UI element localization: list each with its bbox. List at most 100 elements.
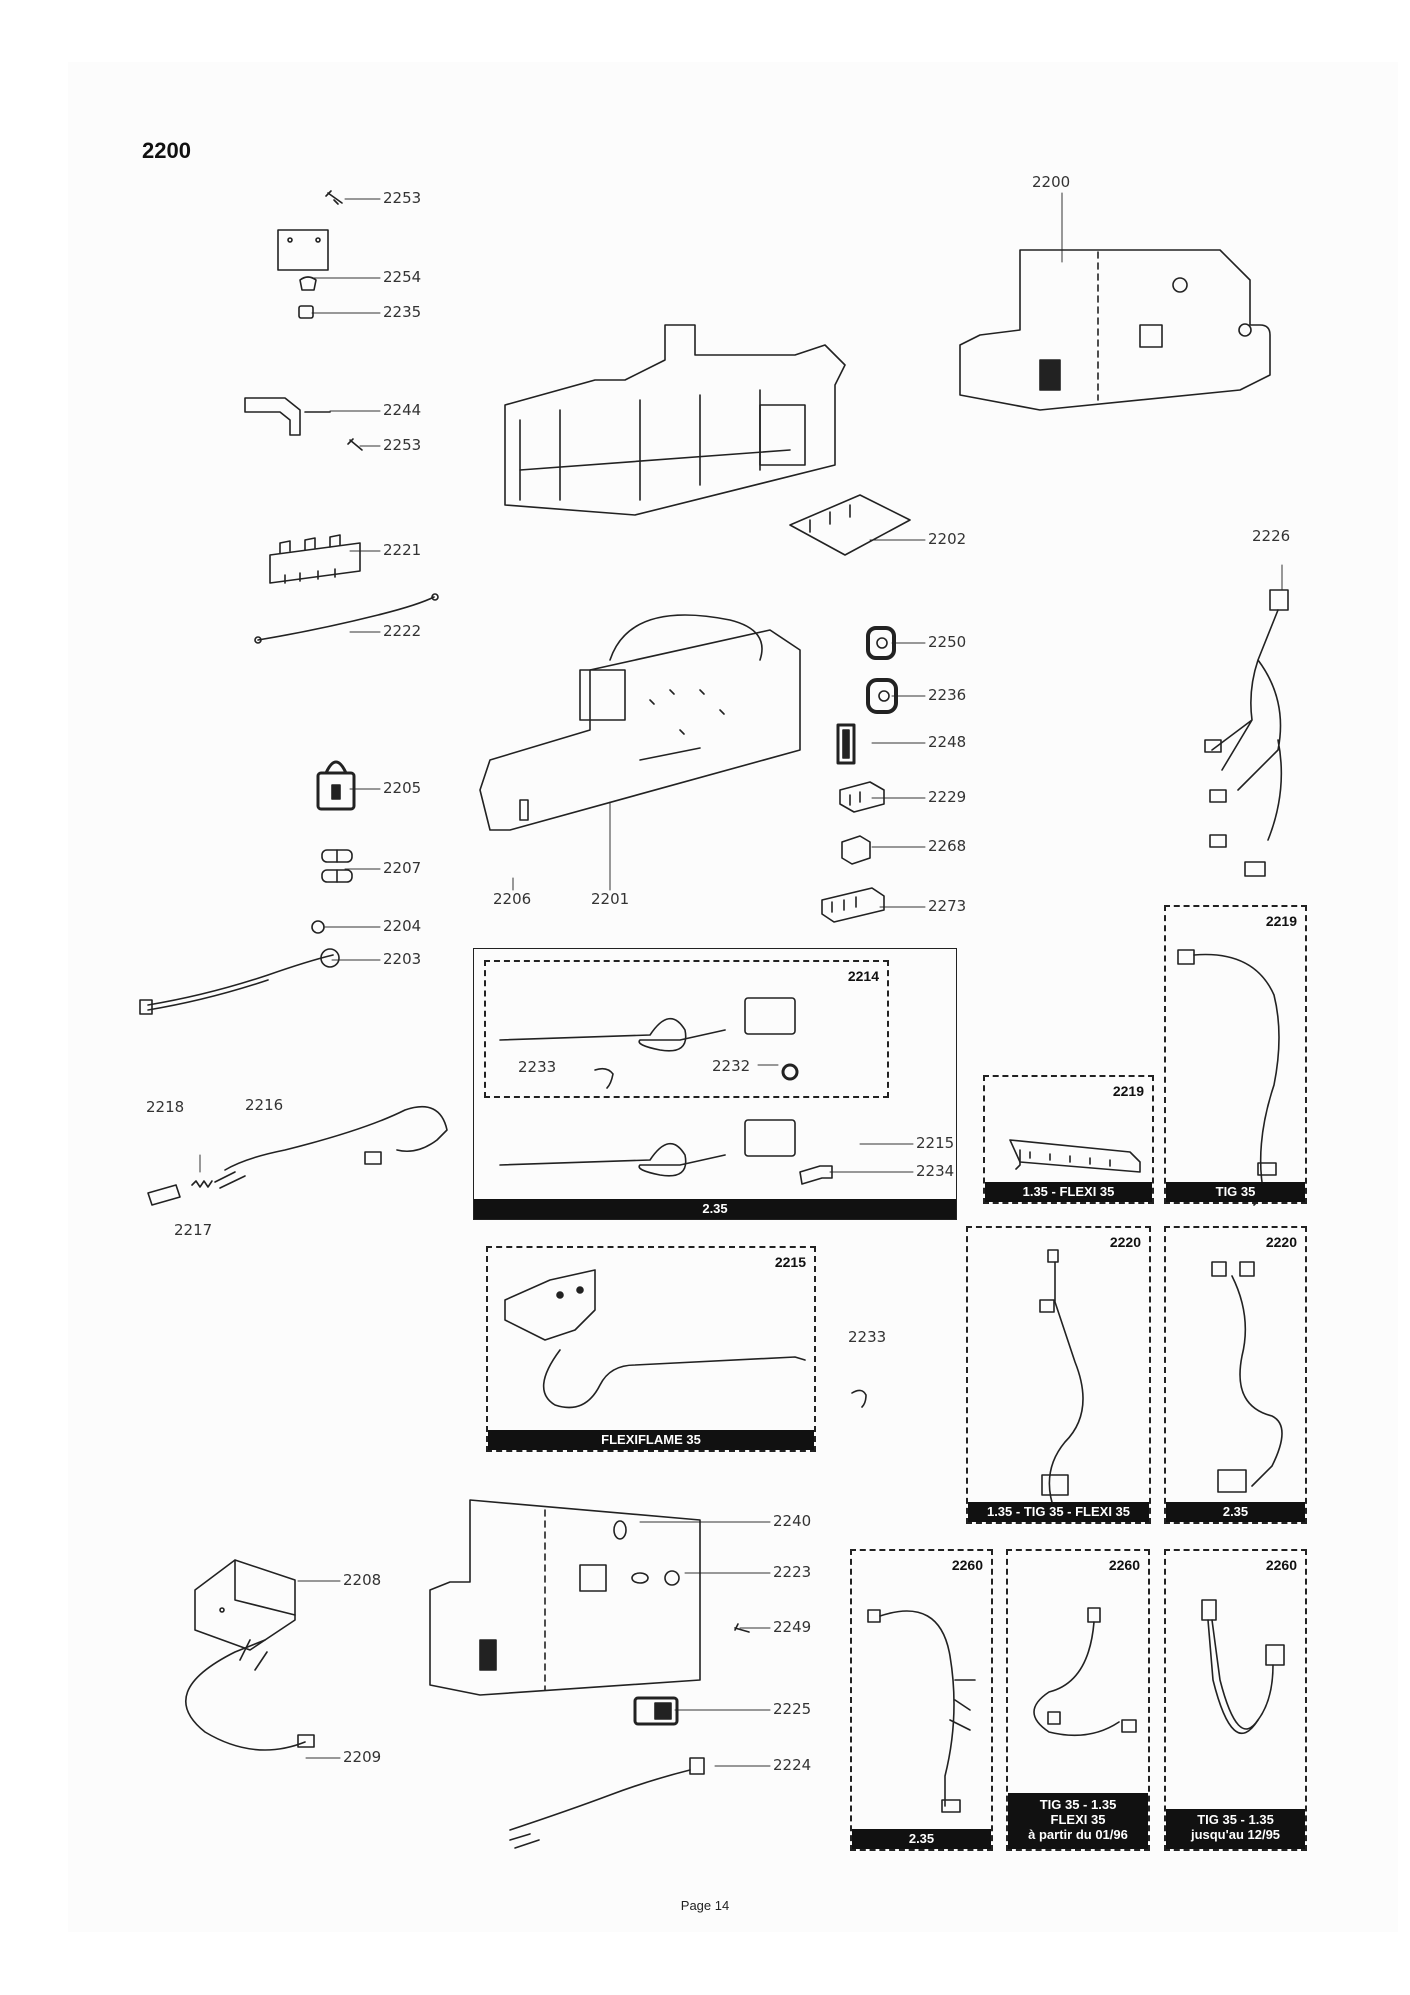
- cable-2224-icon: [510, 1758, 704, 1848]
- nut-2235-icon: [299, 306, 313, 318]
- callout-label: 2201: [591, 890, 630, 908]
- callout-label: 2240: [773, 1512, 812, 1530]
- flexiflame-thermostat-2215-icon: [505, 1270, 805, 1408]
- harness-2260-a-icon: [868, 1610, 975, 1812]
- screw-2253-top-icon: [326, 191, 342, 204]
- callout-label: 2249: [773, 1618, 812, 1636]
- spring-2217-icon: [192, 1181, 212, 1187]
- bent-bracket-2244-icon: [245, 398, 330, 435]
- callout-label: 2248: [928, 733, 967, 751]
- caption-line: à partir du 01/96: [1028, 1827, 1128, 1842]
- callout-label: 2207: [383, 859, 422, 877]
- variant-box-235: 2.35: [473, 948, 957, 1220]
- callout-label: 2223: [773, 1563, 812, 1581]
- callout-label: 2206: [493, 890, 532, 908]
- callout-label: 2218: [146, 1098, 185, 1116]
- cable-2203-icon: [140, 949, 339, 1014]
- terminal-strip-2221-icon: [270, 535, 360, 583]
- harness-2260-c-icon: [1202, 1600, 1284, 1733]
- relay-2208-icon: [195, 1560, 295, 1650]
- callout-label: 2203: [383, 950, 422, 968]
- variant-caption: 2.35: [852, 1829, 991, 1849]
- page-number: Page 14: [680, 1898, 730, 1913]
- callout-label: 2216: [245, 1096, 284, 1114]
- thermocouple-2216-icon: [215, 1107, 447, 1188]
- callout-label: 2226: [1252, 527, 1291, 545]
- variant-tag: 2220: [1265, 1234, 1297, 1250]
- screw-2253-bottom-icon: [348, 439, 362, 450]
- terminal-board-2202-icon: [790, 495, 910, 555]
- capillary-clip-2233-a-icon: [595, 1069, 613, 1088]
- wiring-harness-2226-icon: [1205, 590, 1288, 876]
- grommet-2236-icon: [868, 680, 896, 712]
- switch-2225-icon: [635, 1698, 677, 1724]
- capillary-clip-2233-b-icon: [852, 1390, 866, 1407]
- callout-label: 2202: [928, 530, 967, 548]
- caption-line: TIG 35 - 1.35: [1039, 1797, 1117, 1812]
- thermal-switch-2205-icon: [318, 762, 354, 809]
- variant-tag: 2220: [1109, 1234, 1141, 1250]
- variant-caption: 2.35: [474, 1199, 956, 1219]
- callout-label: 2236: [928, 686, 967, 704]
- variant-caption: FLEXIFLAME 35: [488, 1430, 814, 1450]
- variant-box-2260-b: 2260 TIG 35 - 1.35 FLEXI 35 à partir du …: [1006, 1549, 1150, 1851]
- caption-line: FLEXI 35: [1050, 1812, 1106, 1827]
- callout-label: 2217: [174, 1221, 213, 1239]
- chassis-frame-icon: [505, 325, 845, 515]
- grommet-2250-icon: [868, 628, 894, 658]
- callout-label: 2224: [773, 1756, 812, 1774]
- callout-label: 2268: [928, 837, 967, 855]
- variant-tag: 2214: [847, 968, 879, 984]
- callout-label: 2232: [712, 1057, 751, 1075]
- clip-2234-icon: [800, 1166, 832, 1184]
- connector-2268-icon: [842, 836, 870, 864]
- washer-2232-icon: [783, 1065, 797, 1079]
- variant-box-2219-tig: 2219 TIG 35: [1164, 905, 1307, 1204]
- variant-box-2214: 2214: [484, 960, 889, 1098]
- variant-tag: 2260: [1108, 1557, 1140, 1573]
- front-panel-2240-icon: [430, 1500, 700, 1695]
- variant-tag: 2215: [774, 1254, 806, 1270]
- caption-line: jusqu'au 12/95: [1190, 1827, 1281, 1842]
- variant-box-2220-b: 2220 2.35: [1164, 1226, 1307, 1524]
- cable-2209-icon: [186, 1640, 314, 1750]
- cable-2222-icon: [255, 594, 438, 643]
- callout-label: 2244: [383, 401, 422, 419]
- callout-label: 2250: [928, 633, 967, 651]
- harness-2220-b-icon: [1212, 1262, 1282, 1492]
- callout-label: 2233: [518, 1058, 557, 1076]
- variant-tag: 2219: [1265, 913, 1297, 929]
- callout-label: 2229: [928, 788, 967, 806]
- callout-label: 2221: [383, 541, 422, 559]
- leader-lines: [200, 193, 1282, 1766]
- callout-label: 2254: [383, 268, 422, 286]
- variant-caption: 1.35 - TIG 35 - FLEXI 35: [968, 1502, 1149, 1522]
- connector-2229-icon: [840, 782, 884, 812]
- callout-label: 2209: [343, 1748, 382, 1766]
- clip-2248-icon: [838, 725, 854, 763]
- callout-label: 2273: [928, 897, 967, 915]
- variant-box-flexiflame: 2215 FLEXIFLAME 35: [486, 1246, 816, 1452]
- variant-box-2220-a: 2220 1.35 - TIG 35 - FLEXI 35: [966, 1226, 1151, 1524]
- variant-caption: TIG 35 - 1.35 FLEXI 35 à partir du 01/96: [1008, 1793, 1148, 1849]
- callout-label: 2233: [848, 1328, 887, 1346]
- variant-box-2219-flexi: 2219 1.35 - FLEXI 35: [983, 1075, 1154, 1204]
- connector-strip-2219-icon: [1010, 1140, 1140, 1172]
- variant-tag: 2260: [951, 1557, 983, 1573]
- variant-caption: TIG 35: [1166, 1182, 1305, 1202]
- thermostat-2215-icon: [500, 1120, 795, 1176]
- nut-2204-icon: [312, 921, 324, 933]
- harness-2260-b-icon: [1034, 1608, 1136, 1735]
- connector-2273-icon: [822, 888, 884, 922]
- variant-caption: 2.35: [1166, 1502, 1305, 1522]
- variant-box-2260-a: 2260 2.35: [850, 1549, 993, 1851]
- callout-label: 2204: [383, 917, 422, 935]
- variant-tag: 2260: [1265, 1557, 1297, 1573]
- callout-label: 2208: [343, 1571, 382, 1589]
- fuses-2207-icon: [322, 850, 352, 882]
- harness-2220-a-icon: [1040, 1250, 1083, 1512]
- variant-caption: 1.35 - FLEXI 35: [985, 1182, 1152, 1202]
- harness-2219-tig-icon: [1178, 950, 1279, 1205]
- thermostat-2214-icon: [500, 998, 795, 1051]
